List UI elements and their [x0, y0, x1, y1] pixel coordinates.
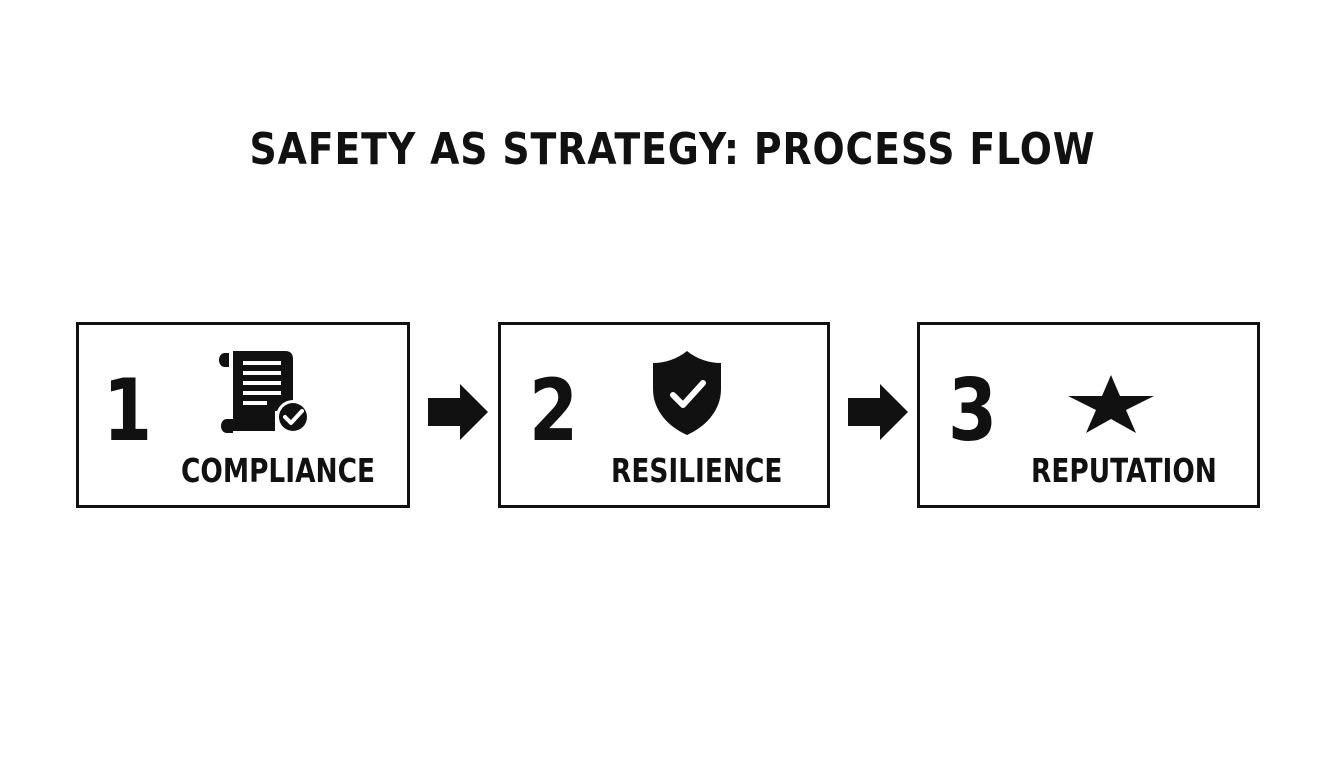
arrow-right-icon [848, 384, 908, 440]
step-box-resilience: 2 RESILIENCE [498, 322, 830, 508]
step-label: REPUTATION [1031, 451, 1217, 490]
step-box-reputation: 3 REPUTATION [917, 322, 1260, 508]
step-label: RESILIENCE [611, 451, 783, 490]
step-number: 3 [948, 361, 998, 461]
step-box-compliance: 1 COMPLIANCE [76, 322, 410, 508]
diagram-title: SAFETY AS STRATEGY: PROCESS FLOW [249, 124, 1096, 175]
step-label: COMPLIANCE [181, 451, 376, 490]
document-check-icon [219, 351, 310, 434]
star-icon [1068, 375, 1154, 433]
arrow-right-icon [428, 384, 488, 440]
step-number: 1 [103, 361, 153, 461]
shield-check-icon [653, 351, 721, 435]
step-number: 2 [529, 361, 579, 461]
